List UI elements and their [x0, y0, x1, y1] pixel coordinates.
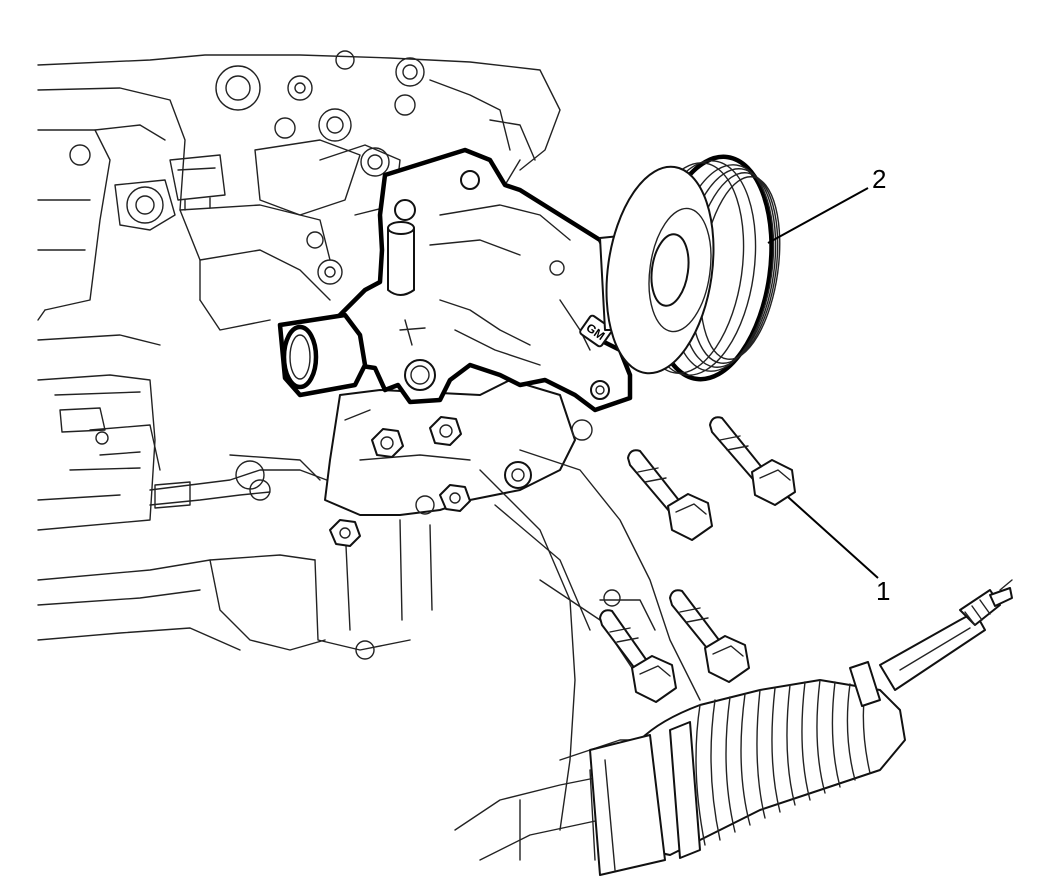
engine-block [37, 50, 701, 861]
steering-rack-boot [589, 579, 1013, 876]
bracket-bolt-2 [429, 416, 462, 446]
callout-2: 2 [767, 164, 886, 244]
callout-1-leader [787, 496, 879, 579]
bolt-lower-left [599, 609, 677, 703]
bracket-bolt-3 [329, 519, 361, 547]
bolt-lower-right [669, 589, 750, 683]
callout-2-leader [767, 187, 869, 244]
bolt-upper-left [627, 449, 713, 541]
bracket-bolt-1 [371, 428, 404, 458]
callout-1: 1 [787, 496, 890, 606]
bracket-bolt-4 [439, 484, 471, 512]
callout-1-label: 1 [876, 576, 890, 606]
bolt-upper-right [709, 416, 796, 506]
water-pump: GM [277, 147, 633, 413]
callout-2-label: 2 [872, 164, 886, 194]
water-pump-pulley [599, 154, 781, 382]
